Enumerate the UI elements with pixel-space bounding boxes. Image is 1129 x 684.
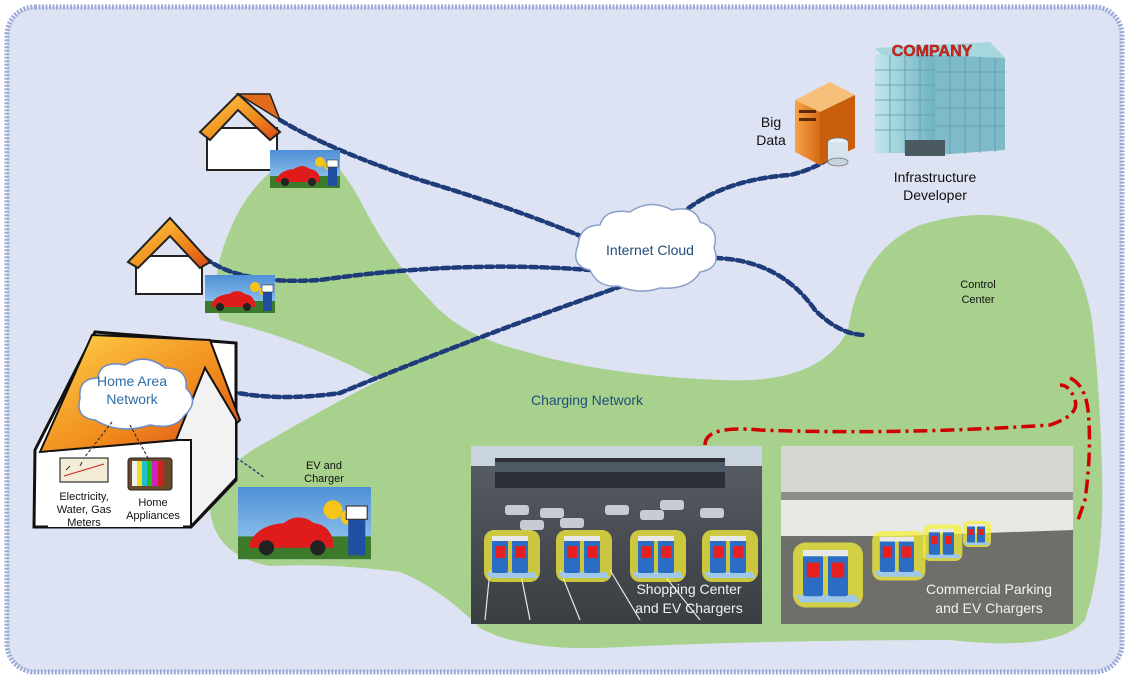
control-center-label-line2: Center xyxy=(961,294,994,306)
meters-label-line1: Electricity, xyxy=(59,491,108,503)
tv-icon xyxy=(127,457,173,491)
server-icon xyxy=(795,82,855,167)
charging-network-label: Charging Network xyxy=(531,392,644,408)
ev-charger-label-line2: Charger xyxy=(304,473,344,485)
wireless-link xyxy=(703,376,1092,521)
han-label-line1: Home Area xyxy=(97,373,167,389)
meters-label-line2: Water, Gas xyxy=(57,504,112,516)
meter-icon xyxy=(59,457,109,483)
company-label: COMPANY xyxy=(892,43,973,60)
appliances-label-line1: Home xyxy=(138,497,167,509)
infrastructure-label-line2: Developer xyxy=(903,187,967,203)
infrastructure-label-line1: Infrastructure xyxy=(894,169,977,185)
meters-label-line3: Meters xyxy=(67,517,101,529)
shopping-label-line1: Shopping Center xyxy=(636,581,741,597)
parking-label-line1: Commercial Parking xyxy=(926,581,1052,597)
big-data-label-line1: Big xyxy=(761,114,781,130)
internet-cloud-label: Internet Cloud xyxy=(606,242,694,258)
ev-charger-icon xyxy=(484,530,758,582)
ev-charger-label-line1: EV and xyxy=(306,460,342,472)
ev-charger-icon xyxy=(793,521,991,608)
building-icon xyxy=(875,42,1005,156)
big-data-label-line2: Data xyxy=(756,132,786,148)
home-area-network-cloud xyxy=(78,358,194,430)
han-label-line2: Network xyxy=(106,391,158,407)
ev-car-icon xyxy=(269,149,341,189)
cloud-icon xyxy=(575,203,717,292)
ev-car-icon xyxy=(204,274,276,314)
ev-car-icon xyxy=(237,486,372,560)
control-center-label-line1: Control xyxy=(960,279,995,291)
shopping-label-line2: and EV Chargers xyxy=(635,600,742,616)
house-icon xyxy=(126,216,212,295)
house-icon xyxy=(198,92,282,171)
parking-label-line2: and EV Chargers xyxy=(935,600,1042,616)
appliances-label-line2: Appliances xyxy=(126,510,180,522)
